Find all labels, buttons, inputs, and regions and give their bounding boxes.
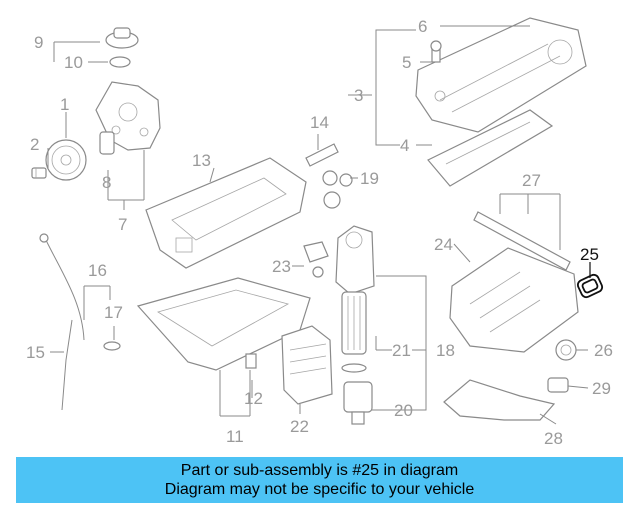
gasket-part-25-drawing (576, 273, 604, 299)
dipstick-seal-drawing (103, 341, 121, 351)
callout-11[interactable]: 11 (226, 427, 244, 446)
callout-6[interactable]: 6 (418, 17, 427, 36)
callout-12[interactable]: 12 (244, 389, 263, 408)
intake-manifold-drawing (449, 247, 579, 353)
callout-labels: 1 2 3 4 5 6 7 8 9 10 11 12 13 14 15 16 1… (26, 17, 613, 448)
oil-filter-housing-drawing (335, 225, 375, 295)
callout-10[interactable]: 10 (64, 53, 83, 72)
callout-9[interactable]: 9 (34, 33, 43, 52)
drain-plug-drawing (245, 353, 257, 369)
parts-exploded-diagram: 1 2 3 4 5 6 7 8 9 10 11 12 13 14 15 16 1… (26, 17, 613, 448)
upper-oil-pan-drawing (145, 157, 307, 269)
crankshaft-pulley-drawing (45, 139, 87, 181)
oil-cooler-drawing (281, 325, 333, 405)
sensor-drawing (547, 377, 569, 393)
callout-28[interactable]: 28 (544, 429, 563, 448)
info-banner: Part or sub-assembly is #25 in diagram D… (16, 457, 623, 503)
callout-7[interactable]: 7 (118, 215, 127, 234)
callout-13[interactable]: 13 (192, 151, 211, 170)
cap-gasket-drawing (109, 56, 131, 68)
callout-2[interactable]: 2 (30, 135, 39, 154)
callout-23[interactable]: 23 (272, 257, 291, 276)
callout-1[interactable]: 1 (60, 95, 69, 114)
callout-22[interactable]: 22 (290, 417, 309, 436)
callout-29[interactable]: 29 (592, 379, 611, 398)
banner-line-disclaimer: Diagram may not be specific to your vehi… (164, 481, 475, 498)
callout-15[interactable]: 15 (26, 343, 45, 362)
dipstick-tube-drawing (39, 233, 85, 411)
callout-3[interactable]: 3 (354, 86, 363, 105)
callout-5[interactable]: 5 (402, 53, 411, 72)
callout-4[interactable]: 4 (400, 136, 409, 155)
callout-20[interactable]: 20 (394, 401, 413, 420)
callout-27[interactable]: 27 (522, 171, 541, 190)
callout-18[interactable]: 18 (436, 341, 455, 360)
callout-25-highlighted[interactable]: 25 (580, 245, 599, 264)
breather-tube-drawing (305, 143, 339, 167)
banner-line-part-number: Part or sub-assembly is #25 in diagram (180, 462, 459, 479)
oil-filter-element-drawing (341, 291, 367, 355)
callout-24[interactable]: 24 (434, 235, 453, 254)
filter-cap-drawing (343, 381, 373, 425)
valve-cover-bolt-drawing (430, 40, 442, 63)
callout-14[interactable]: 14 (310, 113, 329, 132)
leader-lines (47, 25, 591, 425)
front-seal-drawing (99, 131, 115, 155)
housing-gasket-drawing (303, 241, 329, 278)
callout-19[interactable]: 19 (360, 169, 379, 188)
support-bracket-drawing (443, 379, 556, 421)
valve-cover-drawing (415, 17, 587, 133)
filter-o-ring-drawing (341, 363, 367, 373)
callout-21[interactable]: 21 (392, 341, 411, 360)
callout-17[interactable]: 17 (104, 303, 123, 322)
throttle-body-gasket-drawing (555, 339, 577, 361)
pulley-bolt-drawing (31, 167, 47, 179)
callout-26[interactable]: 26 (594, 341, 613, 360)
manifold-bracket-drawing (473, 211, 571, 271)
callout-16[interactable]: 16 (88, 261, 107, 280)
valve-cover-gasket-drawing (427, 109, 554, 187)
oil-filler-cap-drawing (105, 27, 139, 49)
hose-clamp-drawing (322, 170, 353, 209)
callout-8[interactable]: 8 (102, 173, 111, 192)
